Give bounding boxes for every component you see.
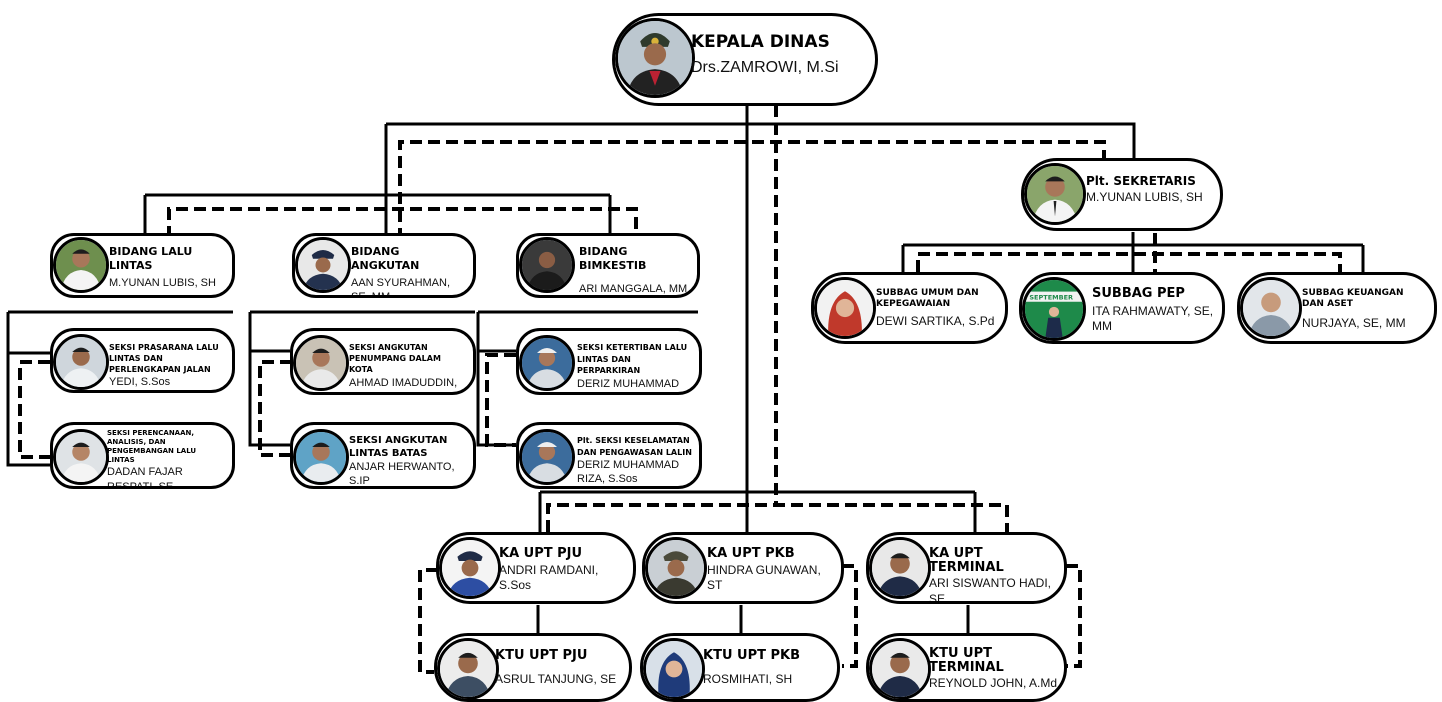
org-node-bidang-angkutan: BIDANG ANGKUTAN AAN SYURAHMAN, SE, MM <box>292 233 476 298</box>
node-name: DERIZ MUHAMMAD RIZA, S.Sos <box>577 459 680 486</box>
node-name: ITA RAHMAWATY, SE, MM <box>1092 303 1214 334</box>
node-name: ANDRI RAMDANI, S.Sos <box>499 562 599 593</box>
node-name: Drs.ZAMROWI, M.Si <box>691 58 839 76</box>
avatar <box>439 537 501 599</box>
node-title: SEKSI PERENCANAAN, ANALISIS, DAN PENGEMB… <box>107 429 197 465</box>
node-name: AAN SYURAHMAN, SE, MM <box>351 276 451 298</box>
node-title: SUBBAG PEP <box>1092 287 1185 301</box>
node-title: KEPALA DINAS <box>691 34 830 52</box>
avatar <box>519 335 575 391</box>
avatar <box>643 638 705 699</box>
avatar <box>437 638 499 699</box>
org-node-seksi-ketertiban: SEKSI KETERTIBAN LALU LINTAS DAN PERPARK… <box>516 328 702 395</box>
node-title: SEKSI KETERTIBAN LALU LINTAS DAN PERPARK… <box>577 343 688 376</box>
org-node-ktu-upt-pju: KTU UPT PJU ASRUL TANJUNG, SE <box>434 633 632 702</box>
node-name: ASRUL TANJUNG, SE <box>495 671 617 686</box>
node-title: SUBBAG KEUANGAN DAN ASET <box>1302 288 1404 309</box>
banner-text: SEPTEMBER <box>1029 294 1073 302</box>
node-title: KTU UPT TERMINAL <box>929 647 1004 675</box>
avatar <box>53 237 109 293</box>
node-name: ARI MANGGALA, MM <box>579 282 688 295</box>
node-name: M.YUNAN LUBIS, SH <box>109 276 216 289</box>
node-title: SUBBAG UMUM DAN KEPEGAWAIAN <box>876 288 979 309</box>
org-node-subbag-umum: SUBBAG UMUM DAN KEPEGAWAIAN DEWI SARTIKA… <box>811 272 1008 344</box>
avatar <box>519 237 575 293</box>
node-name: DERIZ MUHAMMAD RIZA, S.Sos <box>577 377 680 390</box>
node-title: BIDANG BIMKESTIB <box>579 245 647 273</box>
org-node-bidang-bimkestib: BIDANG BIMKESTIB ARI MANGGALA, MM <box>516 233 700 298</box>
org-node-bidang-lalu-lintas: BIDANG LALU LINTAS M.YUNAN LUBIS, SH <box>50 233 235 298</box>
org-node-seksi-perencanaan: SEKSI PERENCANAAN, ANALISIS, DAN PENGEMB… <box>50 422 235 489</box>
node-title: KTU UPT PJU <box>495 649 588 663</box>
org-node-subbag-pep: SEPTEMBER SUBBAG PEP ITA RAHMAWATY, SE, … <box>1019 272 1225 344</box>
node-name: REYNOLD JOHN, A.Md <box>929 676 1058 691</box>
node-name: YEDI, S.Sos <box>109 376 171 389</box>
avatar <box>293 429 349 485</box>
avatar <box>869 638 931 699</box>
node-title: KA UPT TERMINAL <box>929 547 1004 575</box>
avatar <box>869 537 931 599</box>
node-title: BIDANG ANGKUTAN <box>351 245 420 273</box>
node-name: ROSMIHATI, SH <box>703 671 793 686</box>
node-title: KA UPT PJU <box>499 547 583 561</box>
node-name: HINDRA GUNAWAN, ST <box>707 562 821 593</box>
avatar <box>519 429 575 485</box>
node-name: ARI SISWANTO HADI, SE <box>929 576 1052 604</box>
avatar <box>295 237 351 293</box>
node-title: Plt. SEKRETARIS <box>1086 175 1196 188</box>
node-title: Plt. SEKSI KESELAMATAN DAN PENGAWASAN LA… <box>577 436 692 457</box>
node-name: NURJAYA, SE, MM <box>1302 315 1406 330</box>
node-title: BIDANG LALU LINTAS <box>109 245 193 273</box>
avatar <box>814 277 876 339</box>
node-title: SEKSI PRASARANA LALU LINTAS DAN PERLENGK… <box>109 343 219 374</box>
avatar <box>645 537 707 599</box>
avatar <box>1024 163 1086 225</box>
node-title: KTU UPT PKB <box>703 649 801 663</box>
org-node-ka-upt-pju: KA UPT PJU ANDRI RAMDANI, S.Sos <box>436 532 636 604</box>
org-node-sekretaris: Plt. SEKRETARIS M.YUNAN LUBIS, SH <box>1021 158 1223 231</box>
org-node-seksi-angkutan-lintas-batas: SEKSI ANGKUTAN LINTAS BATAS ANJAR HERWAN… <box>290 422 476 489</box>
org-node-kepala-dinas: KEPALA DINAS Drs.ZAMROWI, M.Si <box>612 13 878 106</box>
avatar <box>53 334 109 390</box>
node-name: ANJAR HERWANTO, S.IP <box>349 461 455 488</box>
node-name: AHMAD IMADUDDIN, SE <box>349 376 458 392</box>
org-node-seksi-keselamatan: Plt. SEKSI KESELAMATAN DAN PENGAWASAN LA… <box>516 422 702 489</box>
node-title: SEKSI ANGKUTAN LINTAS BATAS <box>349 435 448 459</box>
avatar <box>1240 277 1302 339</box>
node-name: DEWI SARTIKA, S.Pd <box>876 313 995 328</box>
avatar: SEPTEMBER <box>1022 277 1086 341</box>
org-node-subbag-keuangan: SUBBAG KEUANGAN DAN ASET NURJAYA, SE, MM <box>1237 272 1437 344</box>
org-node-ktu-upt-terminal: KTU UPT TERMINAL REYNOLD JOHN, A.Md <box>866 633 1067 702</box>
avatar <box>293 335 349 391</box>
node-title: SEKSI ANGKUTAN PENUMPANG DALAM KOTA <box>349 343 441 375</box>
node-title: KA UPT PKB <box>707 547 795 561</box>
node-name: DADAN FAJAR RESPATI, SE <box>107 466 183 489</box>
node-name: M.YUNAN LUBIS, SH <box>1086 189 1203 204</box>
org-node-ktu-upt-pkb: KTU UPT PKB ROSMIHATI, SH <box>640 633 840 702</box>
org-node-seksi-angkutan-dalam-kota: SEKSI ANGKUTAN PENUMPANG DALAM KOTA AHMA… <box>290 328 476 395</box>
org-node-seksi-prasarana: SEKSI PRASARANA LALU LINTAS DAN PERLENGK… <box>50 328 235 393</box>
avatar <box>615 18 695 98</box>
avatar <box>53 429 109 485</box>
org-node-ka-upt-pkb: KA UPT PKB HINDRA GUNAWAN, ST <box>642 532 844 604</box>
org-node-ka-upt-terminal: KA UPT TERMINAL ARI SISWANTO HADI, SE <box>866 532 1067 604</box>
